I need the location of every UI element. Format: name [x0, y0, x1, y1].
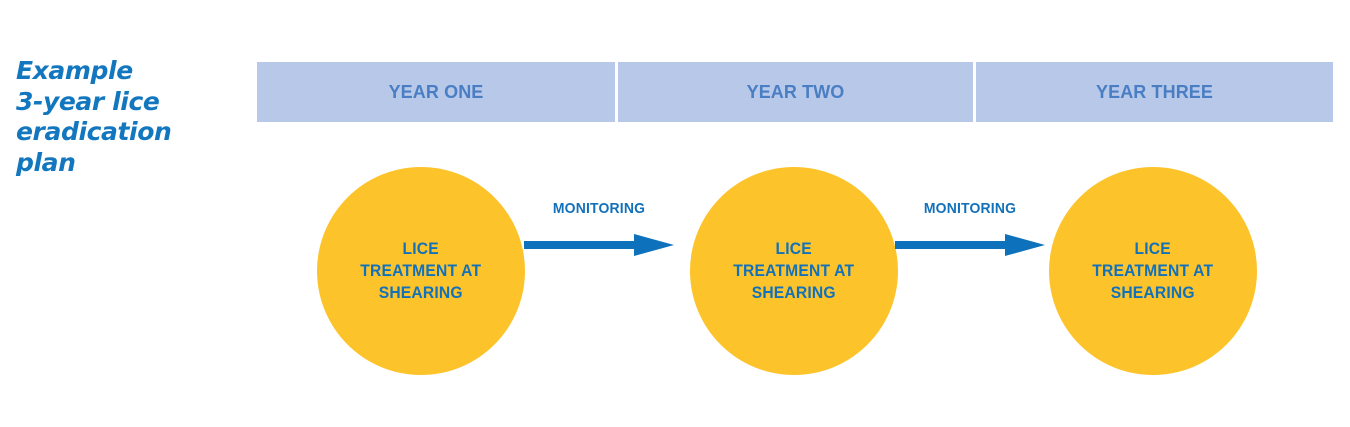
stage-circle-year-three: LICE TREATMENT AT SHEARING	[1049, 167, 1257, 375]
transition-label-monitoring-one: MONITORING	[552, 200, 646, 217]
arrow-right-icon	[524, 234, 674, 256]
year-header-cell-two: YEAR TWO	[618, 62, 973, 122]
page-title: Example 3-year lice eradication plan	[16, 56, 172, 177]
year-header-cell-one: YEAR ONE	[257, 62, 615, 122]
stage-circle-year-one: LICE TREATMENT AT SHEARING	[317, 167, 525, 375]
stage-circle-year-two: LICE TREATMENT AT SHEARING	[690, 167, 898, 375]
year-header-cell-three: YEAR THREE	[976, 62, 1333, 122]
year-header-divider	[973, 62, 976, 122]
year-header-divider	[615, 62, 618, 122]
arrow-right-icon	[895, 234, 1045, 256]
stage-circle-label: LICE TREATMENT AT SHEARING	[733, 238, 855, 303]
stage-circle-label: LICE TREATMENT AT SHEARING	[1092, 238, 1214, 303]
transition-label-monitoring-two: MONITORING	[923, 200, 1017, 217]
year-header-bar: YEAR ONE YEAR TWO YEAR THREE	[257, 62, 1333, 122]
stage-circle-label: LICE TREATMENT AT SHEARING	[360, 238, 482, 303]
